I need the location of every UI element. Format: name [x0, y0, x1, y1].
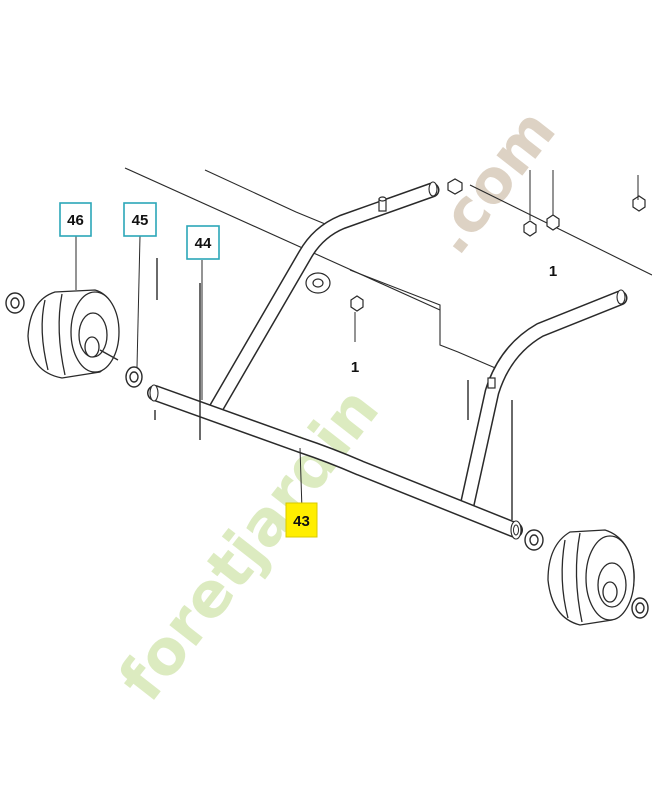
bolts — [305, 196, 496, 389]
washer-hole — [10, 297, 20, 309]
right-upright-fill — [460, 292, 626, 516]
wheel-hub — [84, 336, 100, 358]
leader-45 — [136, 235, 141, 368]
axle-43 — [147, 384, 523, 540]
washer-hole — [129, 371, 139, 383]
bolt — [487, 377, 496, 389]
leader-lines — [75, 170, 639, 511]
callout-box-highlight — [285, 502, 318, 538]
axle-stub — [99, 349, 119, 361]
tube-end-cap — [428, 181, 438, 197]
wheel-46-left — [27, 289, 120, 379]
axle-end — [149, 384, 159, 402]
part-label-1-center: 1 — [351, 359, 359, 376]
tire-tread — [58, 293, 66, 376]
nut — [350, 295, 364, 312]
wheel-46-right — [547, 529, 635, 626]
frame-lines — [124, 167, 652, 371]
watermark-suffix-text: .com — [415, 96, 570, 267]
washers-45 — [5, 292, 649, 619]
leader-43 — [299, 447, 303, 511]
axle-fill — [148, 386, 522, 537]
nut — [546, 214, 560, 231]
left-upright-fill — [209, 184, 438, 416]
callout-box — [123, 202, 157, 237]
callout-box — [186, 225, 220, 260]
nut — [632, 195, 646, 212]
callout-43: 43 — [285, 502, 318, 538]
callout-box — [59, 202, 92, 237]
frame-line — [204, 169, 331, 227]
frame-line — [124, 167, 441, 311]
handle-frame — [207, 181, 628, 518]
callout-45: 45 — [123, 202, 157, 237]
washer-hole — [635, 602, 645, 614]
mount-bracket-hole — [312, 278, 324, 288]
tire-tread — [575, 532, 583, 623]
tube-end-cap — [616, 289, 626, 305]
tire-tread — [561, 539, 569, 619]
callout-44: 44 — [186, 225, 220, 260]
nut — [447, 178, 463, 195]
nuts — [350, 178, 646, 312]
nut — [523, 220, 537, 237]
tire-tread — [41, 299, 49, 371]
frame-line — [349, 269, 501, 371]
frame-line — [469, 184, 652, 276]
wheel-hub — [602, 581, 618, 603]
part-label-1-right: 1 — [549, 263, 557, 280]
callout-number: 46 — [67, 212, 84, 229]
bolt-head — [378, 196, 387, 202]
axle-bore — [513, 524, 519, 536]
callout-number: 45 — [132, 212, 149, 229]
washer-hole — [529, 534, 539, 546]
callout-46: 46 — [59, 202, 92, 237]
callout-number: 44 — [195, 235, 212, 252]
pins-44 — [154, 258, 513, 520]
callout-number: 43 — [293, 513, 310, 530]
